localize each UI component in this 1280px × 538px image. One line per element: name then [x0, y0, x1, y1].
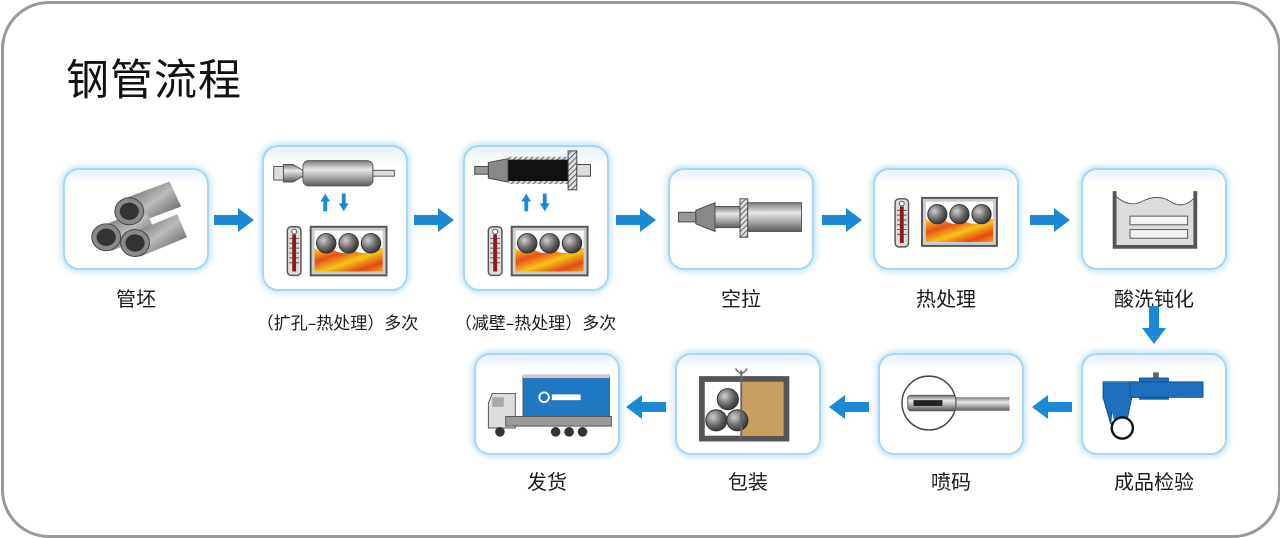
step-label-pipe-billet: 管坯 — [116, 287, 156, 311]
step-box-delivery — [474, 353, 620, 455]
step-box-marking — [878, 353, 1024, 455]
step-box-inspection — [1081, 353, 1227, 455]
step-box-wall-reduction-heat — [463, 145, 609, 291]
step-box-pipe-billet — [63, 168, 209, 270]
step-box-heat-treatment — [873, 168, 1019, 270]
step-label-packaging: 包装 — [728, 470, 768, 494]
step-label-delivery: 发货 — [527, 470, 567, 494]
arrow-down-icon — [1142, 306, 1166, 344]
expansion-heat-treatment-icon — [273, 160, 395, 277]
pickling-tank-icon — [1112, 191, 1198, 249]
inkjet-marking-icon — [901, 375, 1010, 431]
empty-drawing-icon — [678, 198, 803, 238]
step-label-wall-reduction-heat: （减壁–热处理）多次 — [454, 314, 617, 334]
wall-reduction-heat-treatment-icon — [474, 150, 591, 277]
page-title: 钢管流程 — [66, 56, 242, 106]
step-label-expansion-heat: （扩孔–热处理）多次 — [256, 314, 419, 334]
arrow-left-icon — [626, 395, 666, 419]
step-label-marking: 喷码 — [931, 470, 971, 494]
step-label-heat-treatment: 热处理 — [916, 287, 976, 311]
arrow-right-icon — [214, 208, 254, 232]
arrow-left-icon — [1032, 395, 1072, 419]
step-box-expansion-heat — [262, 145, 408, 291]
arrow-left-icon — [829, 395, 869, 419]
step-label-empty-drawing: 空拉 — [721, 287, 761, 311]
delivery-truck-icon — [487, 374, 612, 437]
caliper-inspection-icon — [1102, 372, 1204, 440]
heat-treatment-furnace-icon — [894, 196, 998, 248]
arrow-right-icon — [616, 208, 656, 232]
step-box-packaging — [675, 353, 821, 455]
step-box-pickling — [1081, 168, 1227, 270]
stacked-pipes-icon — [91, 181, 187, 257]
step-label-inspection: 成品检验 — [1114, 470, 1194, 494]
step-box-empty-drawing — [668, 168, 814, 270]
arrow-right-icon — [822, 208, 862, 232]
arrow-right-icon — [414, 208, 454, 232]
package-box-icon — [699, 368, 790, 442]
arrow-right-icon — [1030, 208, 1070, 232]
